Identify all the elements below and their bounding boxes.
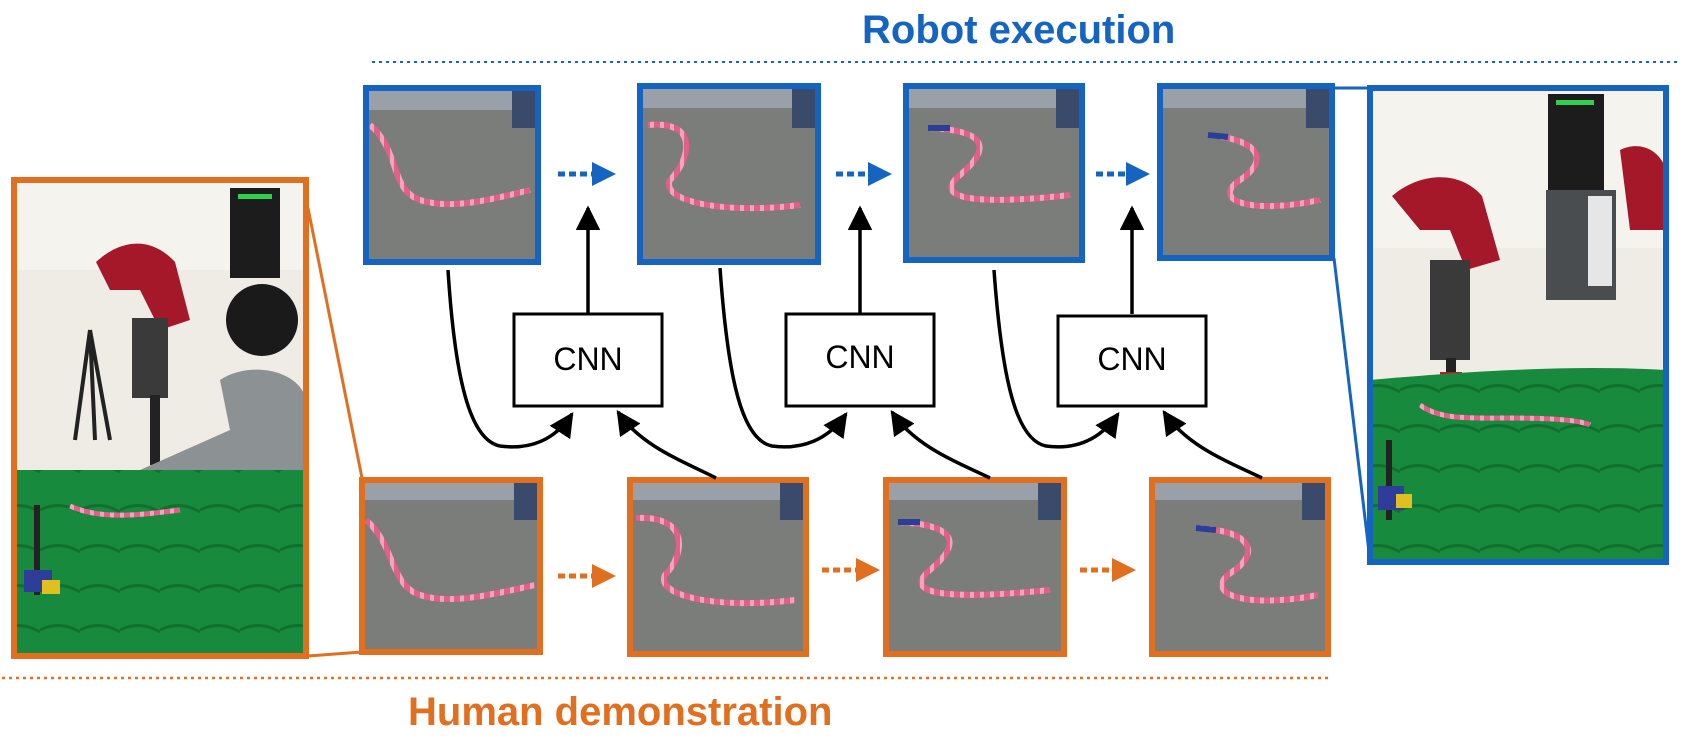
human-dotted-arrow-1 [558, 564, 616, 588]
robot-frame-1 [363, 85, 541, 265]
human-frame-4-to-cnn-3-arrow [1162, 409, 1263, 480]
cnn-block-2: CNN [784, 312, 936, 408]
human-demo-photo [11, 177, 309, 659]
robot-execution-photo [1367, 85, 1669, 565]
robot-zoom-line-bottom [1332, 257, 1372, 561]
cnn-label-3: CNN [1097, 341, 1166, 377]
human-frame-2-to-cnn-1-arrow [616, 409, 717, 480]
human-frame-2 [627, 477, 809, 657]
robot-execution-title: Robot execution [862, 8, 1176, 52]
human-zoom-line-bottom [307, 650, 363, 658]
cnn-label-2: CNN [825, 339, 894, 375]
human-frame-1 [359, 477, 543, 655]
human-zoom-line-top [306, 207, 364, 479]
human-frame-4 [1149, 477, 1331, 657]
robot-frame-2 [637, 83, 821, 265]
robot-dotted-arrow-2 [836, 162, 892, 186]
human-frame-3-to-cnn-2-arrow [890, 409, 991, 480]
robot-dotted-arrow-1 [558, 162, 616, 186]
robot-frame-1-to-cnn-1-arrow [446, 269, 574, 449]
human-frame-3 [883, 477, 1067, 657]
robot-frame-2-to-cnn-2-arrow [718, 267, 848, 449]
robot-frame-4 [1157, 83, 1335, 261]
human-dotted-arrow-2 [822, 558, 880, 582]
robot-frame-3 [903, 83, 1085, 263]
robot-dotted-arrow-3 [1096, 162, 1150, 186]
cnn-label-1: CNN [553, 341, 622, 377]
human-dotted-arrow-3 [1080, 558, 1136, 582]
robot-frame-3-to-cnn-3-arrow [992, 269, 1120, 449]
human-demonstration-title: Human demonstration [408, 690, 833, 734]
cnn-block-3: CNN [1056, 314, 1208, 408]
cnn-block-1: CNN [512, 312, 664, 408]
